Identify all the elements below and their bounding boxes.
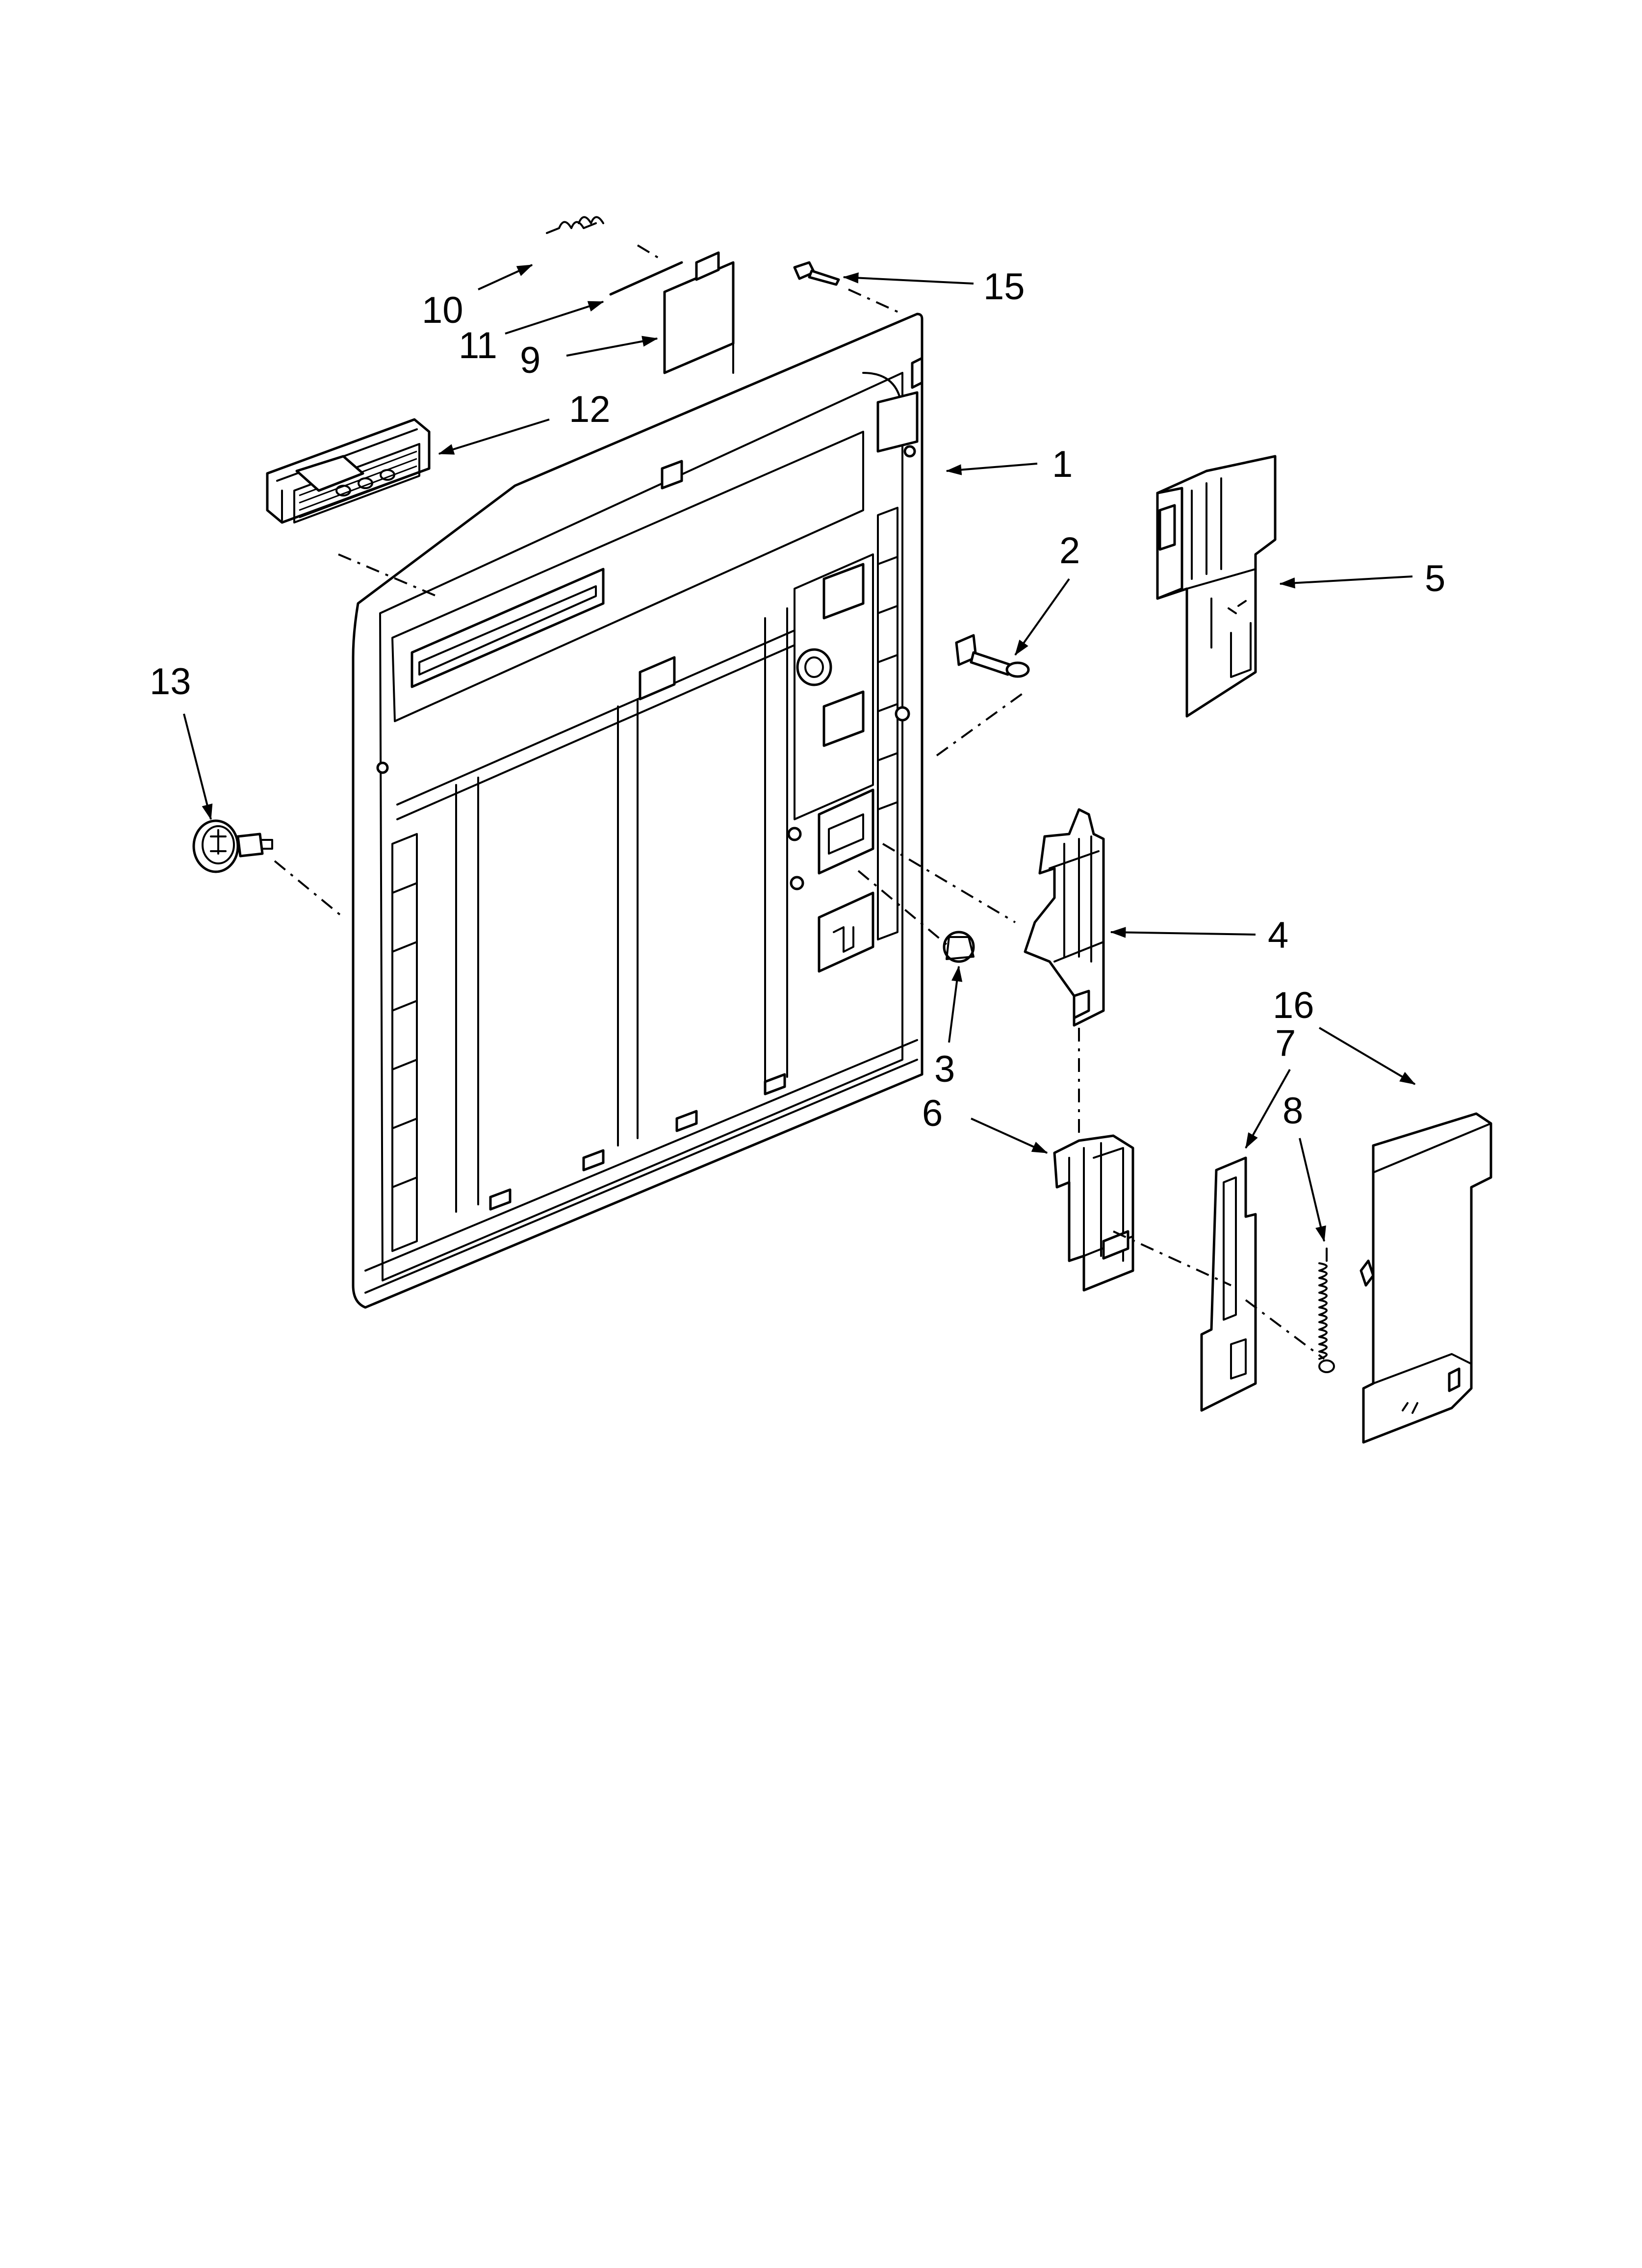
callout-4: 4 <box>1268 914 1288 956</box>
callout-12: 12 <box>569 389 611 430</box>
side-cover-panel <box>1360 1112 1492 1444</box>
callout-7: 7 <box>1275 1022 1296 1064</box>
door-latch <box>1024 808 1105 1027</box>
latch-spring <box>1318 1248 1335 1373</box>
latch-pin <box>955 634 1030 678</box>
callout-15: 15 <box>983 266 1025 308</box>
vent-cover <box>663 251 735 374</box>
callout-8: 8 <box>1283 1090 1303 1132</box>
callout-6: 6 <box>922 1093 943 1134</box>
callout-9: 9 <box>520 339 540 381</box>
callout-16: 16 <box>1273 985 1314 1026</box>
callout-1: 1 <box>1052 443 1073 485</box>
callout-5: 5 <box>1425 558 1445 600</box>
vent-rod <box>609 261 683 296</box>
callout-2: 2 <box>1059 530 1080 572</box>
inner-door-panel <box>352 313 924 1309</box>
callout-10: 10 <box>422 289 463 331</box>
latch-housing <box>1156 455 1277 718</box>
door-handle <box>266 418 431 524</box>
callout-3: 3 <box>934 1048 955 1090</box>
assembly-lines <box>274 244 1325 1360</box>
leader-arrows <box>183 264 1416 1242</box>
door-bumper <box>192 819 273 873</box>
latch-base <box>1053 1134 1134 1292</box>
callout-11: 11 <box>459 325 497 366</box>
callout-13: 13 <box>150 661 191 703</box>
screw <box>793 261 840 286</box>
nut <box>943 931 975 963</box>
vent-springs <box>546 216 604 234</box>
callout-labels: 1 2 3 4 5 6 7 8 9 10 11 12 13 15 16 <box>150 266 1445 1134</box>
